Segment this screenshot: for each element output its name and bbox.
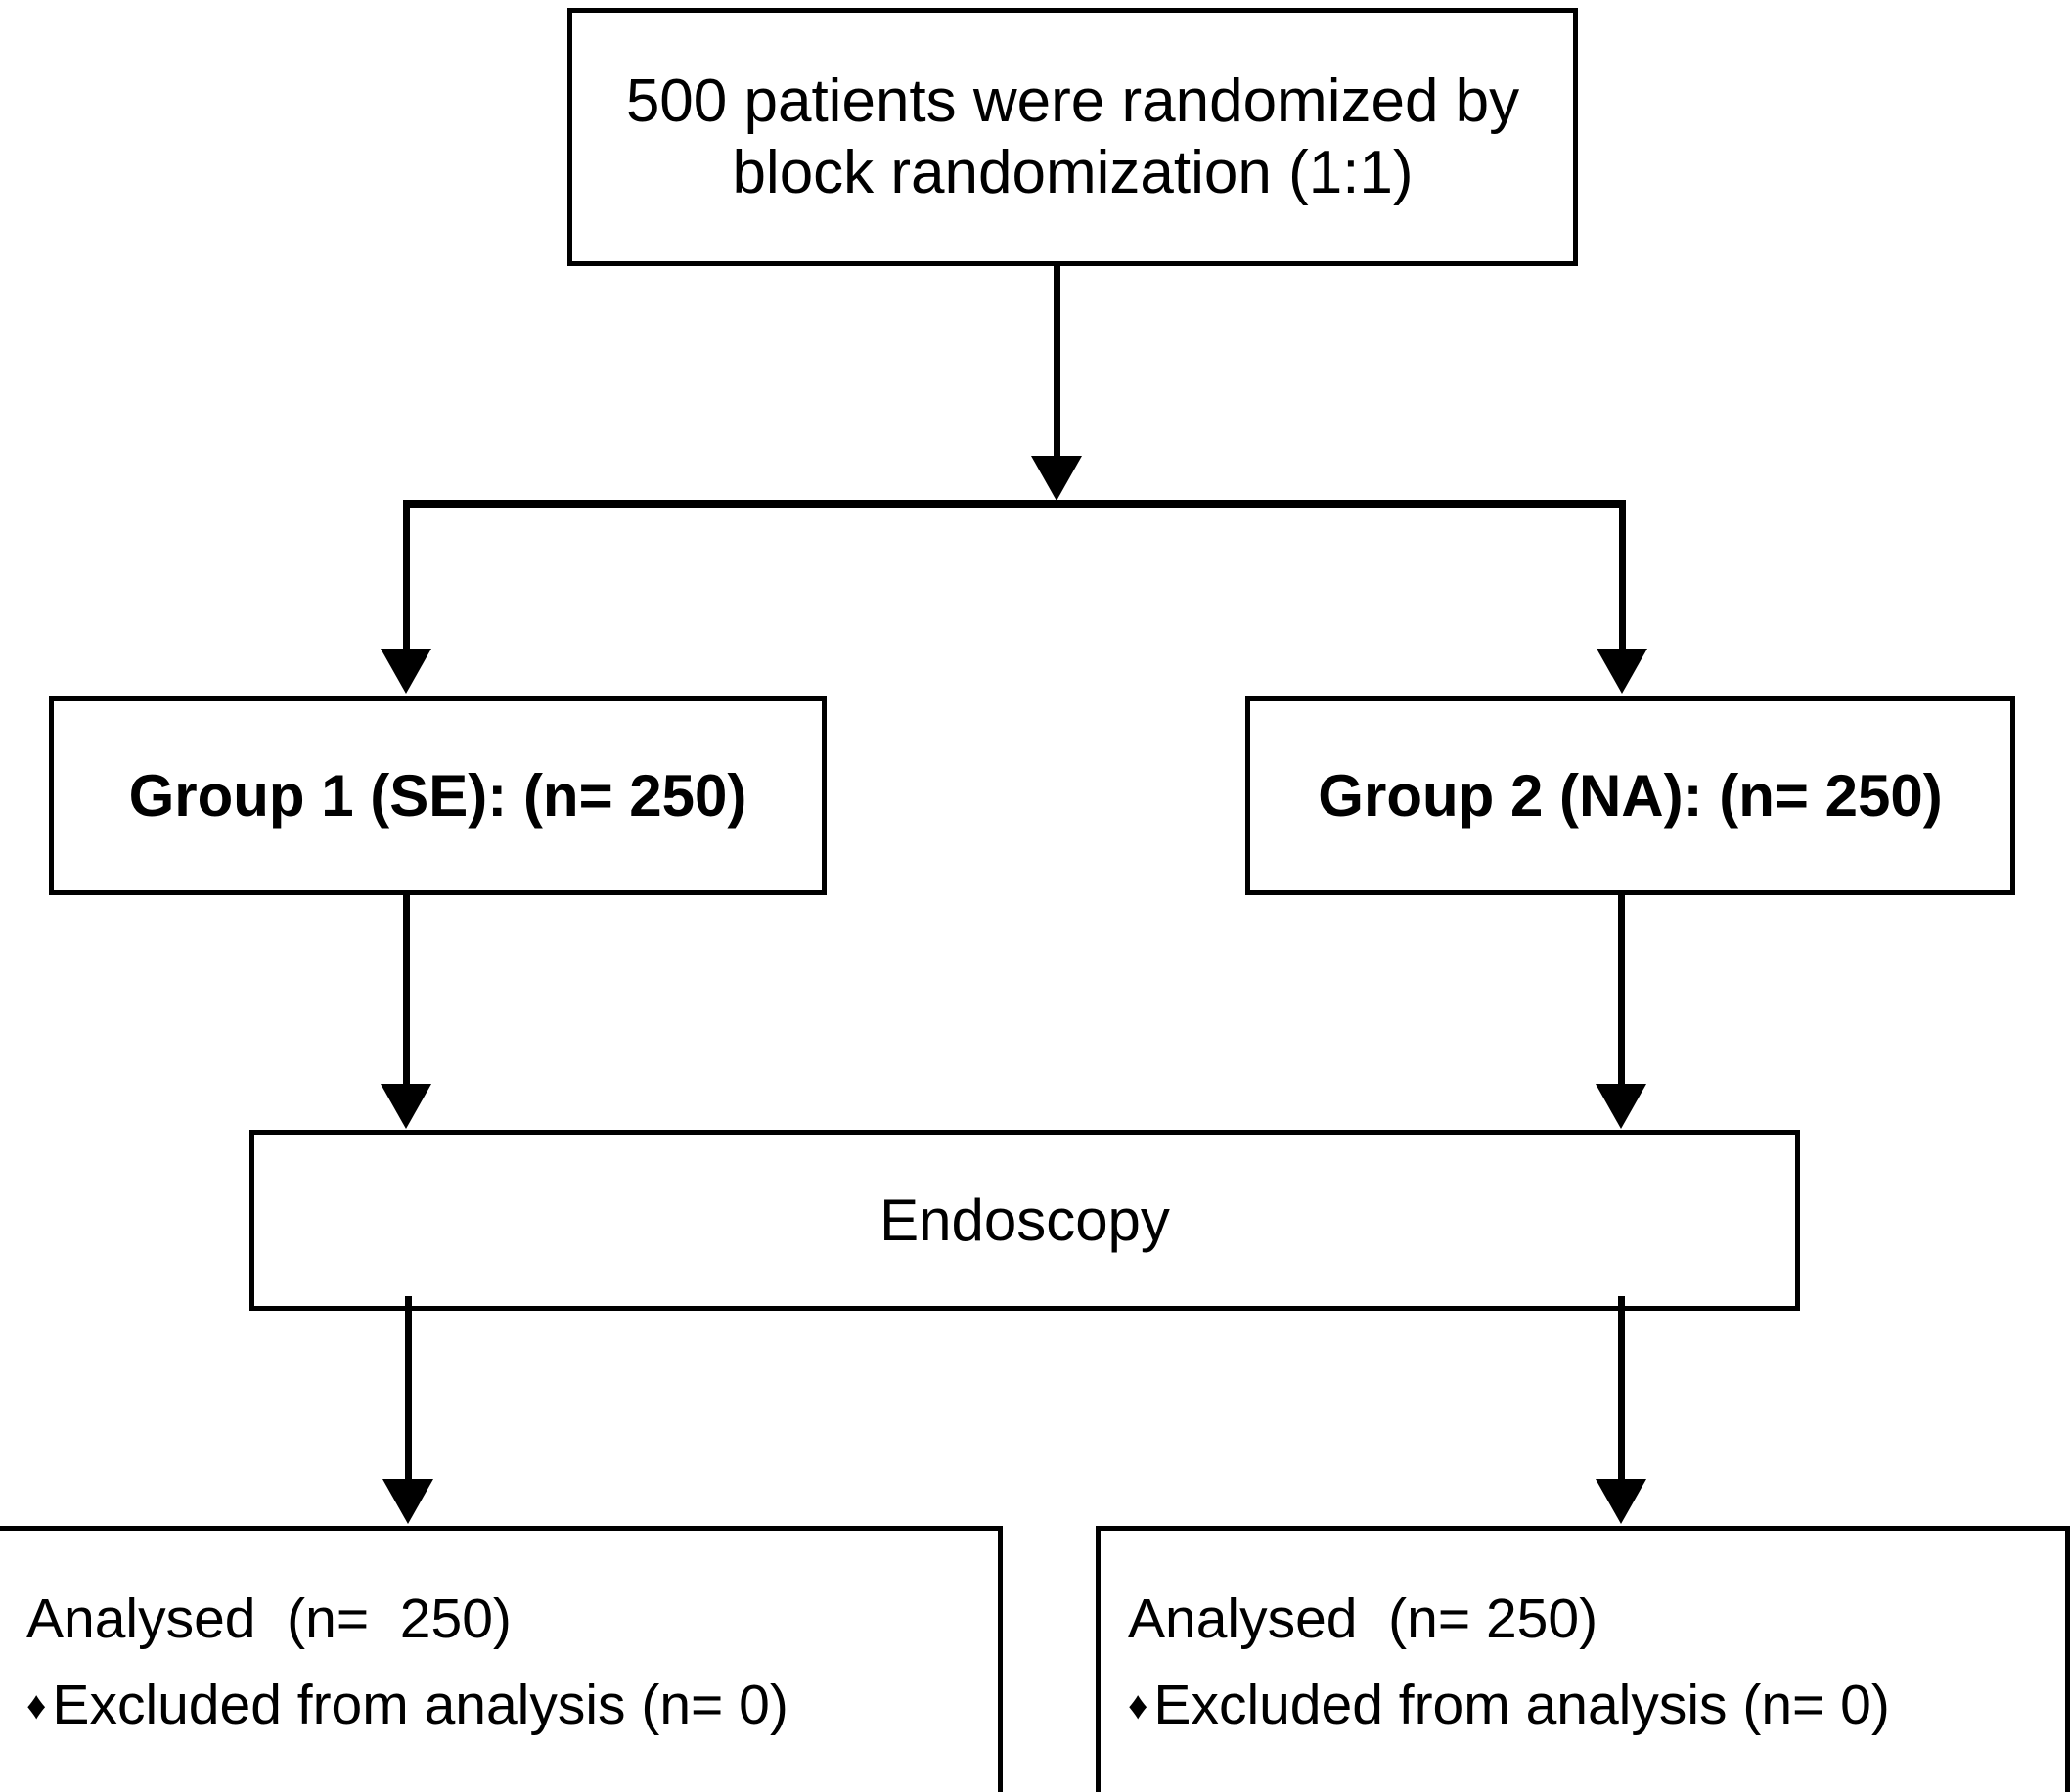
- analysed-right-line-1: Analysed (n= 250): [1128, 1587, 1598, 1650]
- connector-endoscopy-to-analysed-right-arrowhead: [1596, 1479, 1646, 1524]
- node-randomization: 500 patients were randomized by block ra…: [567, 8, 1578, 266]
- connector-randomization-arrowhead: [1031, 456, 1082, 501]
- node-group2-text: Group 2 (NA): (n= 250): [1250, 762, 2010, 829]
- connector-group1-to-endoscopy-arrowhead: [381, 1084, 431, 1129]
- node-analysed-left: Analysed (n= 250) ♦Excluded from analysi…: [0, 1526, 1003, 1792]
- endoscopy-label: Endoscopy: [879, 1187, 1170, 1253]
- diamond-bullet-icon: ♦: [1128, 1684, 1148, 1728]
- node-analysed-left-text: Analysed (n= 250) ♦Excluded from analysi…: [0, 1576, 998, 1749]
- connector-split-to-group2-stem: [1619, 500, 1626, 656]
- diamond-bullet-icon: ♦: [26, 1684, 47, 1728]
- randomization-line-2: block randomization (1:1): [732, 139, 1414, 206]
- connector-split-to-group1-arrowhead: [381, 649, 431, 694]
- connector-randomization-stem: [1054, 266, 1060, 486]
- connector-group2-to-endoscopy-arrowhead: [1596, 1084, 1646, 1129]
- connector-endoscopy-to-analysed-right-stem: [1618, 1296, 1625, 1482]
- node-endoscopy: Endoscopy: [249, 1130, 1800, 1311]
- node-analysed-right: Analysed (n= 250) ♦Excluded from analysi…: [1096, 1526, 2070, 1792]
- analysed-left-line-1: Analysed (n= 250): [26, 1587, 512, 1650]
- connector-endoscopy-to-analysed-left-stem: [405, 1296, 412, 1482]
- group2-label: Group 2 (NA): (n= 250): [1318, 762, 1943, 829]
- randomization-line-1: 500 patients were randomized by: [625, 67, 1520, 135]
- connector-split-to-group1-stem: [403, 500, 410, 656]
- node-group1-text: Group 1 (SE): (n= 250): [54, 762, 822, 829]
- node-analysed-right-text: Analysed (n= 250) ♦Excluded from analysi…: [1101, 1576, 2065, 1749]
- connector-group1-to-endoscopy-stem: [403, 895, 410, 1091]
- analysed-right-line-2: Excluded from analysis (n= 0): [1153, 1674, 1890, 1736]
- group1-label: Group 1 (SE): (n= 250): [128, 762, 747, 829]
- node-group1: Group 1 (SE): (n= 250): [49, 696, 827, 895]
- connector-endoscopy-to-analysed-left-arrowhead: [382, 1479, 433, 1524]
- connector-split-bar: [403, 500, 1626, 508]
- node-randomization-text: 500 patients were randomized by block ra…: [572, 66, 1573, 208]
- node-group2: Group 2 (NA): (n= 250): [1245, 696, 2015, 895]
- analysed-right-bullet-line: ♦Excluded from analysis (n= 0): [1128, 1662, 2065, 1748]
- analysed-left-bullet-line: ♦Excluded from analysis (n= 0): [26, 1662, 998, 1748]
- analysed-left-line-2: Excluded from analysis (n= 0): [52, 1674, 788, 1736]
- connector-group2-to-endoscopy-stem: [1618, 895, 1625, 1091]
- node-endoscopy-text: Endoscopy: [254, 1187, 1795, 1254]
- connector-split-to-group2-arrowhead: [1597, 649, 1647, 694]
